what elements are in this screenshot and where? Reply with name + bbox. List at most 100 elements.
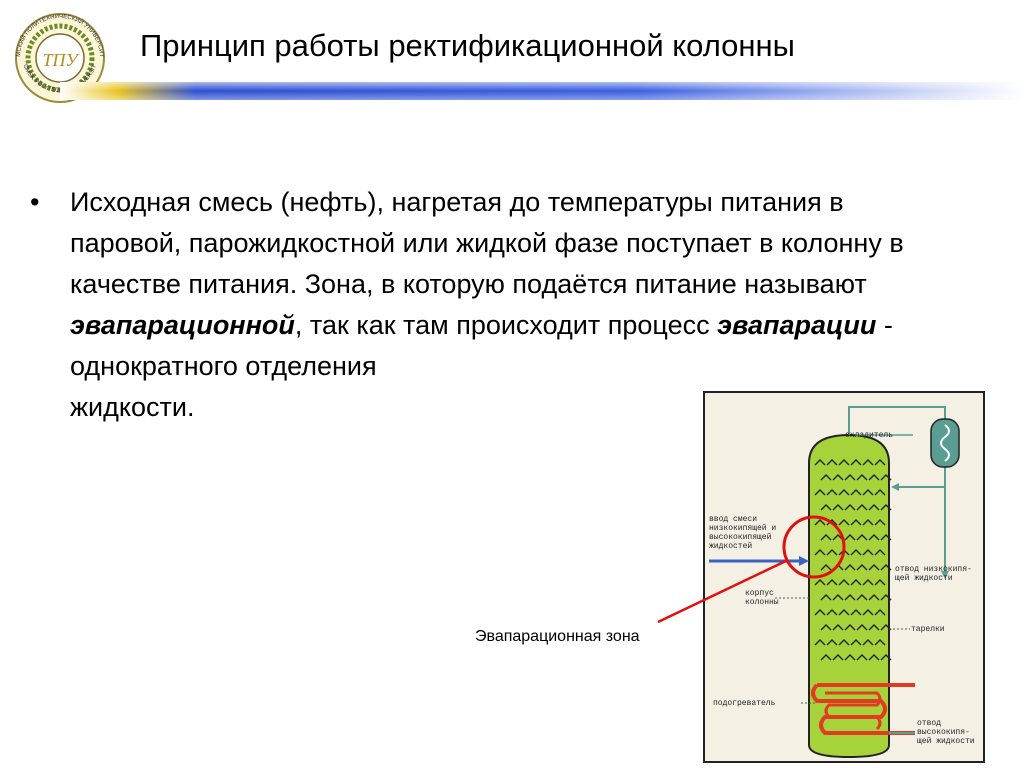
tray-cap: [880, 504, 892, 511]
tray-cap: [832, 654, 844, 661]
tray-cap: [862, 579, 874, 586]
label-feed: ввод смеси низкокипящей и высококипящей …: [709, 515, 777, 551]
tray-cap: [832, 504, 844, 511]
tray-cap: [868, 474, 880, 481]
evaporation-zone-caption: Эвапарационная зона: [475, 628, 640, 645]
tray-cap: [820, 654, 832, 661]
tray-cap: [820, 624, 832, 631]
tray-cap: [868, 624, 880, 631]
tray-cap: [862, 639, 874, 646]
heater-coil: [811, 683, 915, 735]
tray-cap: [880, 594, 892, 601]
tray-cap: [826, 489, 838, 496]
tray-cap: [880, 564, 892, 571]
bullet-text-part2: , так как там происходит процесс: [294, 310, 718, 340]
tray-cap: [838, 459, 850, 466]
label-heater: подогреватель: [713, 699, 776, 708]
tray-cap: [874, 459, 886, 466]
tray-cap: [856, 474, 868, 481]
logo-monogram: ТПУ: [42, 50, 79, 70]
university-logo: ТОМСКИЙ ПОЛИТЕХНИЧЕСКИЙ УНИВЕРСИТЕТ TOMS…: [6, 4, 105, 103]
tray-cap: [838, 489, 850, 496]
label-trays: тарелки: [911, 625, 945, 634]
tray-cap: [856, 594, 868, 601]
bullet-paragraph: Исходная смесь (нефть), нагретая до темп…: [70, 182, 910, 428]
term-evaporation: эвапарации: [717, 310, 877, 340]
tray-cap: [856, 624, 868, 631]
tray-cap: [874, 519, 886, 526]
tray-cap: [874, 549, 886, 556]
tray-cap: [814, 639, 826, 646]
tray-cap: [844, 504, 856, 511]
slide-title: Принцип работы ректификационной колонны: [140, 28, 795, 63]
tray-cap: [814, 609, 826, 616]
tray-cap: [856, 504, 868, 511]
tray-cap: [844, 534, 856, 541]
tray-cap: [826, 609, 838, 616]
bullet-text-part1: Исходная смесь (нефть), нагретая до темп…: [70, 187, 904, 299]
tray-cap: [814, 579, 826, 586]
bullet-marker: •: [30, 187, 40, 217]
label-shell: корпус колонны: [745, 589, 779, 607]
distillation-column-diagram: охладитель ввод смеси низкокипящей и выс…: [703, 391, 985, 763]
tray-cap: [832, 594, 844, 601]
tray-cap: [820, 594, 832, 601]
tray-cap: [844, 654, 856, 661]
tray-cap: [832, 624, 844, 631]
tray-cap: [844, 474, 856, 481]
label-cooler: охладитель: [845, 431, 894, 440]
tray-cap: [856, 564, 868, 571]
cooler-vessel: [930, 418, 960, 468]
tray-cap: [880, 654, 892, 661]
tray-cap: [874, 579, 886, 586]
tray-cap: [868, 654, 880, 661]
tray-cap: [874, 639, 886, 646]
tray-cap: [844, 594, 856, 601]
tray-cap: [814, 459, 826, 466]
tray-cap: [850, 519, 862, 526]
tray-cap: [844, 564, 856, 571]
tray-cap: [868, 504, 880, 511]
tray-cap: [868, 534, 880, 541]
tray-cap: [826, 579, 838, 586]
heater-coil-inner: [824, 691, 882, 731]
tray-cap: [856, 654, 868, 661]
bullet-text-part3: - однократного отделения: [70, 310, 893, 381]
label-high-boiling-out: отвод высококипя- щей жидкости: [917, 719, 975, 746]
distillate-arrowhead: [941, 571, 949, 579]
tray-cap: [850, 609, 862, 616]
tray-cap: [862, 489, 874, 496]
tray-cap: [880, 624, 892, 631]
tray-cap: [868, 564, 880, 571]
tray-cap: [850, 549, 862, 556]
tray-cap: [862, 609, 874, 616]
tray-cap: [850, 639, 862, 646]
reflux-pipe: [895, 465, 946, 488]
tray-cap: [874, 609, 886, 616]
tray-cap: [862, 549, 874, 556]
reflux-arrowhead: [891, 483, 899, 491]
term-evaporation-zone: эвапарационной: [70, 310, 295, 340]
tray-cap: [820, 474, 832, 481]
tray-cap: [868, 594, 880, 601]
tray-cap: [880, 534, 892, 541]
cooler-coil: [940, 424, 950, 462]
tray-cap: [826, 459, 838, 466]
tray-cap: [856, 534, 868, 541]
top-vapor-pipe: [848, 406, 946, 435]
feed-arrowhead: [799, 556, 809, 566]
tray-cap: [874, 489, 886, 496]
tray-cap: [826, 639, 838, 646]
tray-cap: [814, 489, 826, 496]
tray-cap: [838, 579, 850, 586]
label-low-boiling-out: отвод низкокипя- щей жидкости: [895, 565, 972, 583]
tray-cap: [862, 519, 874, 526]
tray-cap: [838, 639, 850, 646]
tray-cap: [880, 474, 892, 481]
tray-cap: [850, 489, 862, 496]
tray-cap: [820, 504, 832, 511]
tray-cap: [862, 459, 874, 466]
tray-cap: [850, 459, 862, 466]
tray-cap: [850, 579, 862, 586]
tray-cap: [838, 609, 850, 616]
